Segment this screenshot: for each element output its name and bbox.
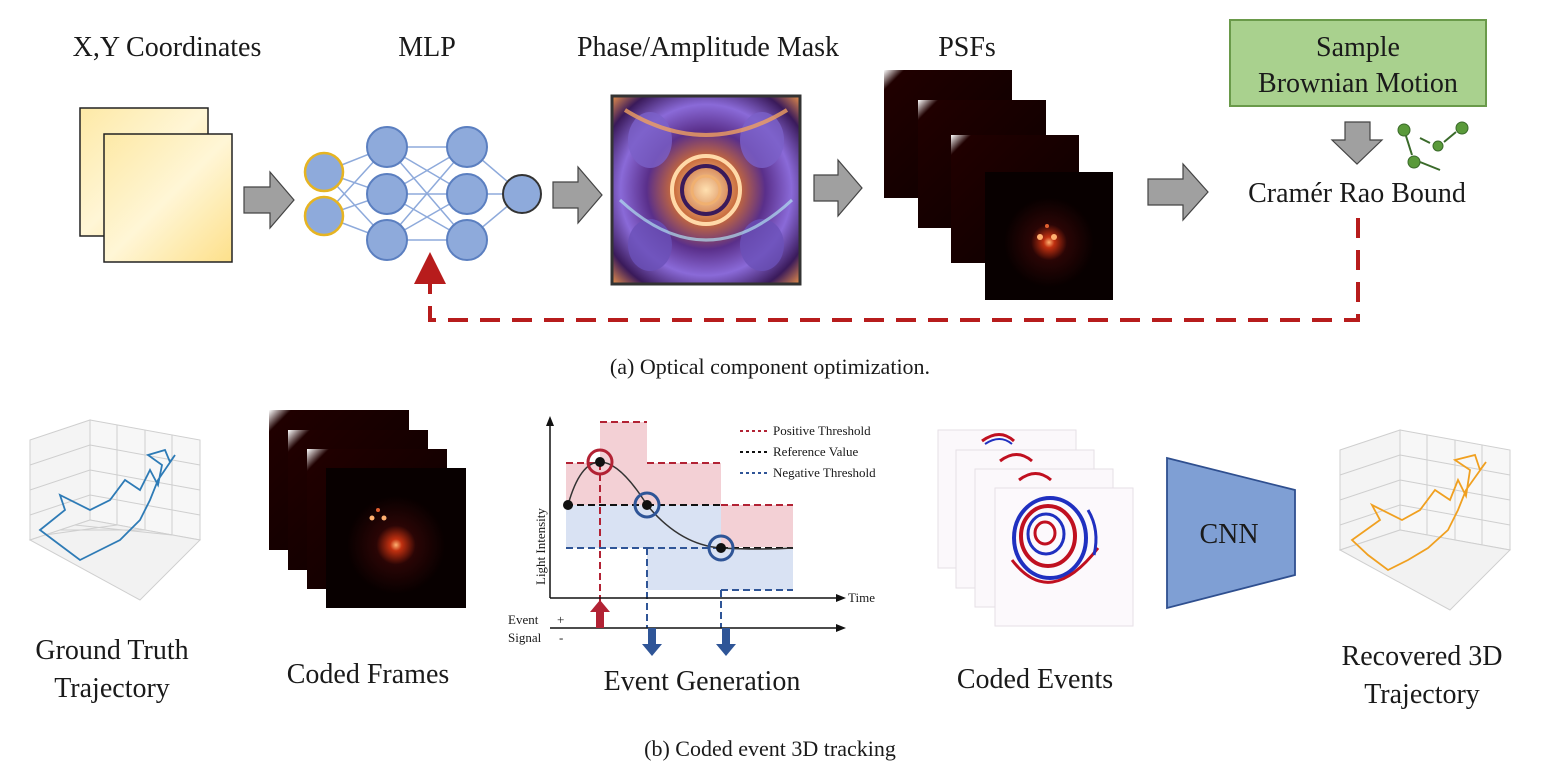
coded-events-stack — [937, 429, 1134, 627]
positive-event-arrow — [590, 600, 610, 628]
input-node — [303, 195, 345, 237]
gt-line-2: Trajectory — [54, 673, 170, 704]
hidden-node — [366, 173, 408, 215]
negative-event-arrow — [642, 628, 662, 656]
down-arrow — [1330, 121, 1384, 165]
gradient-feedback-loop — [414, 218, 1360, 322]
hidden-node — [366, 219, 408, 261]
rec-line-1: Recovered 3D — [1342, 641, 1503, 672]
legend-positive: Positive Threshold — [773, 423, 871, 438]
recovered-3d-plot — [1338, 429, 1512, 611]
mlp-nodes — [303, 126, 542, 261]
psf-stack — [884, 70, 1113, 300]
event-gen-label: Event Generation — [604, 666, 801, 697]
event-generation-plot: Positive Threshold Reference Value Negat… — [508, 416, 876, 656]
sample-line-2: Brownian Motion — [1258, 68, 1458, 99]
cnn-label: CNN — [1199, 519, 1258, 550]
mlp-network — [323, 146, 523, 241]
flow-arrow-4 — [1147, 162, 1209, 222]
legend-reference: Reference Value — [773, 444, 859, 459]
plus-sign: + — [557, 612, 564, 627]
flow-arrow-3 — [813, 158, 863, 218]
mlp-label: MLP — [398, 32, 456, 63]
sample-line-1: Sample — [1316, 32, 1400, 63]
output-node — [502, 174, 542, 214]
caption-a: (a) Optical component optimization. — [610, 354, 930, 379]
coded-events-label: Coded Events — [957, 664, 1113, 695]
flow-arrow-1 — [243, 170, 295, 230]
brownian-motion-icon — [1397, 121, 1469, 171]
hidden-node — [446, 173, 488, 215]
sample-brownian-motion-box: Sample Brownian Motion — [1229, 19, 1487, 107]
xlabel: Time — [848, 590, 875, 605]
signal-label: Signal — [508, 630, 542, 645]
hidden-node — [366, 126, 408, 168]
mask-label: Phase/Amplitude Mask — [577, 32, 839, 63]
crb-label: Cramér Rao Bound — [1248, 178, 1466, 209]
flow-arrow-2 — [552, 165, 603, 225]
phase-amplitude-mask-image — [610, 94, 802, 286]
frames-label: Coded Frames — [287, 659, 450, 690]
ground-truth-3d-plot — [28, 419, 202, 601]
ylabel: Light Intensity — [533, 508, 548, 585]
coded-frames-stack — [269, 410, 466, 608]
minus-sign: - — [559, 630, 563, 645]
negative-event-arrow — [716, 628, 736, 656]
xy-label: X,Y Coordinates — [73, 32, 262, 63]
xy-coordinate-stack — [79, 107, 233, 263]
gt-line-1: Ground Truth — [35, 635, 188, 666]
legend-negative: Negative Threshold — [773, 465, 876, 480]
hidden-node — [446, 219, 488, 261]
psf-label: PSFs — [938, 32, 996, 63]
hidden-node — [446, 126, 488, 168]
caption-b: (b) Coded event 3D tracking — [644, 736, 896, 761]
event-label: Event — [508, 612, 539, 627]
input-node — [303, 151, 345, 193]
cnn-block: CNN — [1166, 456, 1296, 610]
rec-line-2: Trajectory — [1364, 679, 1480, 710]
